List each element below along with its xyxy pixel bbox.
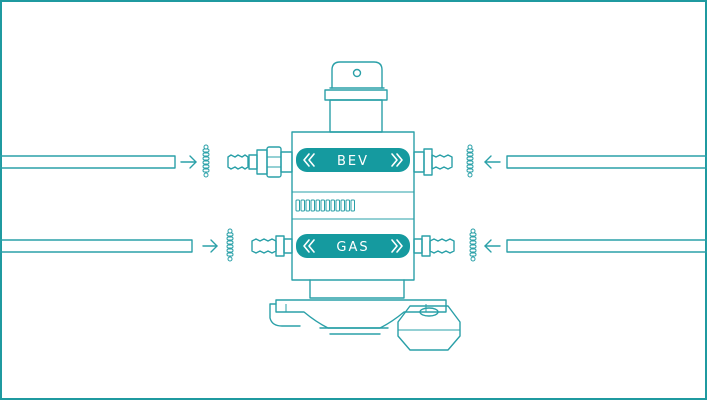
arrow-bottom-left: [202, 239, 218, 253]
wing-nut: [397, 305, 461, 351]
serial-band: [295, 199, 355, 212]
bev-label-pill: BEV: [296, 148, 410, 172]
bottom-clamp: [269, 279, 447, 335]
bev-label: BEV: [337, 154, 369, 169]
spring-clamp-top-left: [202, 144, 210, 178]
tube-top-left: [0, 155, 176, 169]
spring-clamp-bottom-left: [226, 228, 234, 262]
gas-label: GAS: [336, 240, 369, 255]
spring-clamp-bottom-right: [469, 228, 477, 262]
tube-top-right: [506, 155, 707, 169]
fitting-top-right: [413, 148, 453, 176]
arrow-bottom-right: [484, 239, 501, 253]
spring-clamp-top-right: [466, 144, 474, 178]
arrow-top-right: [484, 155, 501, 169]
regulator-body: [291, 131, 415, 281]
tube-bottom-right: [506, 239, 707, 253]
regulator-cap: [324, 61, 388, 133]
gas-label-pill: GAS: [296, 234, 410, 258]
fitting-bottom-right: [413, 235, 455, 257]
arrow-top-left: [180, 155, 197, 169]
fitting-bottom-left: [251, 235, 293, 257]
tube-bottom-left: [0, 239, 193, 253]
fitting-top-left: [227, 146, 293, 178]
